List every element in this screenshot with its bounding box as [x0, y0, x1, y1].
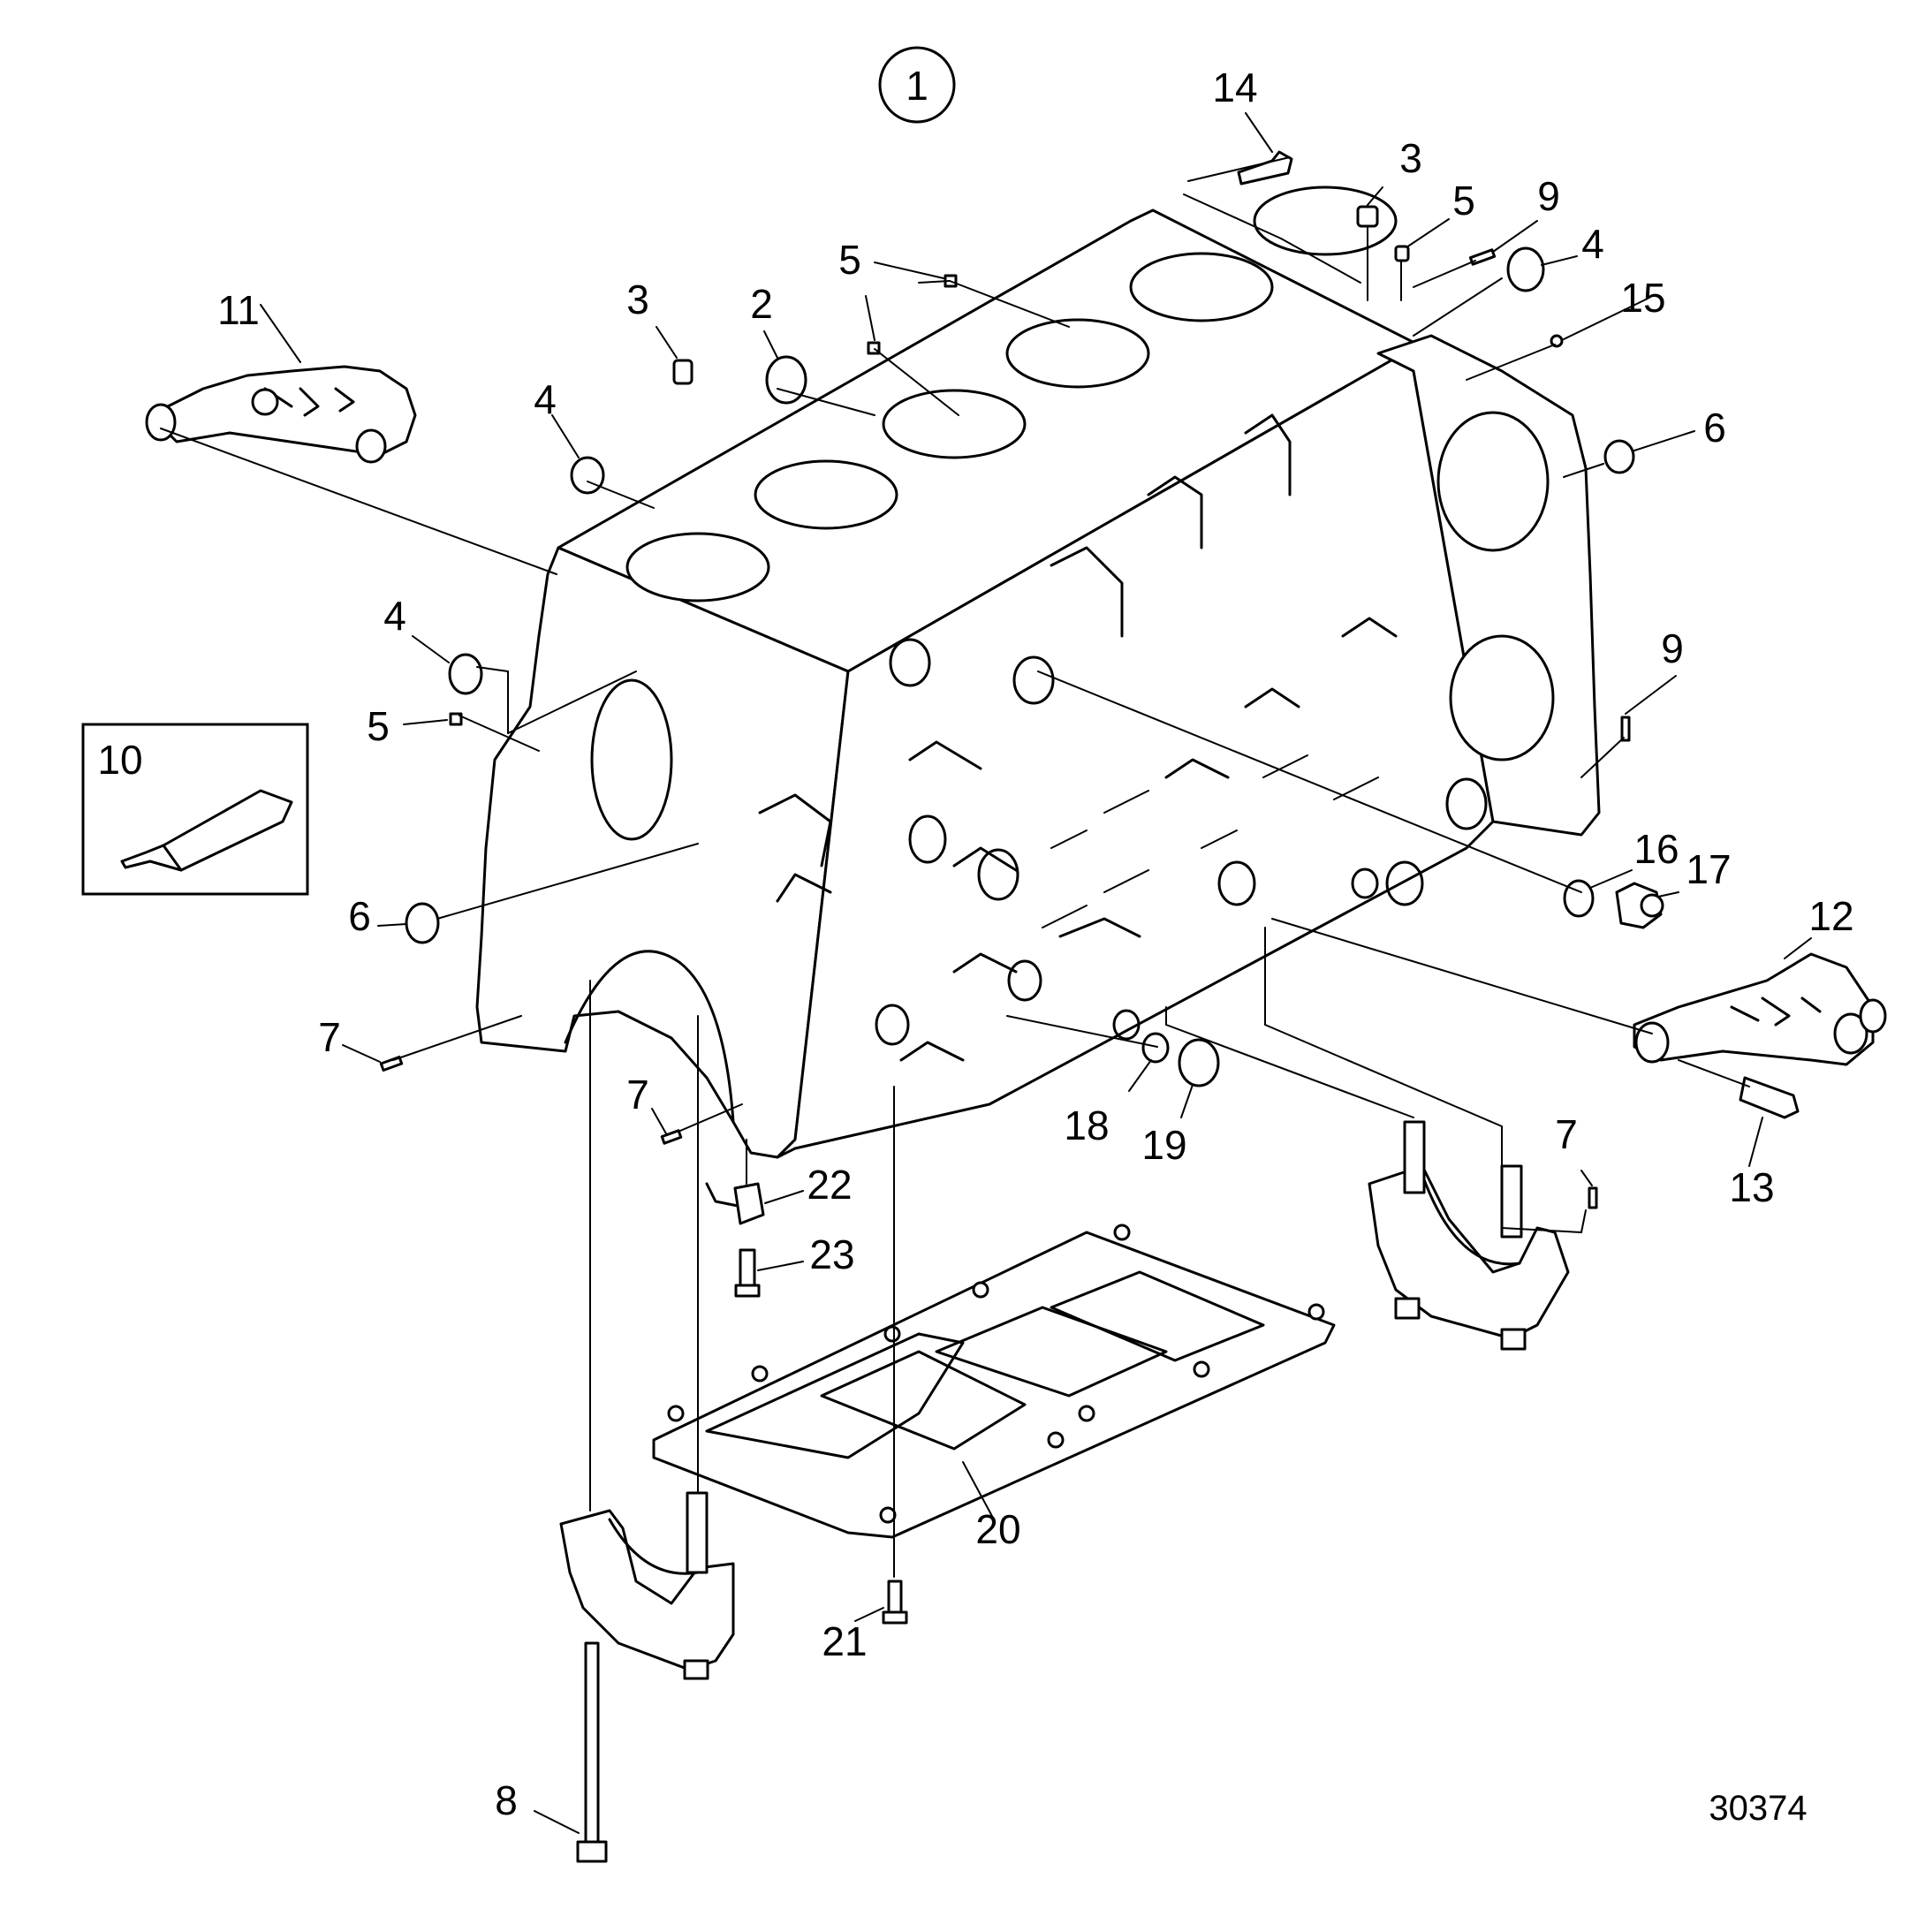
callout-2: 2 [750, 281, 773, 327]
callout-4: 4 [534, 376, 557, 422]
callout-4: 4 [1581, 221, 1604, 267]
callout-5: 5 [838, 237, 861, 283]
lifting-eye-left [145, 365, 417, 464]
callout-7: 7 [1555, 1111, 1578, 1157]
diagram-id: 1 [906, 63, 928, 109]
callout-11: 11 [217, 287, 260, 333]
callout-14: 14 [1212, 64, 1257, 110]
callout-10: 10 [97, 737, 142, 783]
callout-6: 6 [1703, 405, 1726, 451]
callout-3: 3 [1399, 135, 1422, 181]
label-pointers [260, 112, 1812, 1834]
main-bearing-cap-right [1368, 1120, 1570, 1351]
figure-number: 30374 [1709, 1789, 1807, 1828]
diagram-id-badge: 1 [878, 46, 956, 124]
callout-5: 5 [1452, 178, 1475, 224]
callout-8: 8 [495, 1777, 518, 1823]
leader-lines [160, 156, 1750, 1578]
sealant-box [81, 723, 309, 896]
oil-pan-frame [652, 1224, 1336, 1539]
callout-6: 6 [348, 893, 371, 939]
callout-13: 13 [1729, 1164, 1774, 1210]
callout-7: 7 [318, 1014, 341, 1060]
callout-16: 16 [1633, 826, 1679, 872]
callout-labels: 14 3 5 9 4 15 6 11 5 3 2 4 4 5 9 10 6 16… [97, 64, 1853, 1823]
callout-12: 12 [1808, 893, 1853, 939]
callout-9: 9 [1661, 625, 1684, 671]
callout-18: 18 [1064, 1102, 1109, 1148]
callout-15: 15 [1620, 275, 1665, 321]
callout-7: 7 [626, 1072, 649, 1118]
callout-4: 4 [383, 593, 406, 639]
callout-20: 20 [975, 1506, 1020, 1552]
callout-21: 21 [822, 1618, 867, 1664]
callout-19: 19 [1141, 1122, 1186, 1168]
main-bearing-cap-left [559, 1491, 735, 1863]
engine-block [475, 186, 1601, 1159]
lifting-eye-right [1633, 952, 1887, 1066]
callout-9: 9 [1537, 173, 1560, 219]
callout-3: 3 [626, 277, 649, 322]
callout-22: 22 [807, 1162, 852, 1208]
callout-17: 17 [1686, 846, 1731, 892]
callout-5: 5 [367, 703, 390, 749]
callout-23: 23 [809, 1231, 854, 1277]
